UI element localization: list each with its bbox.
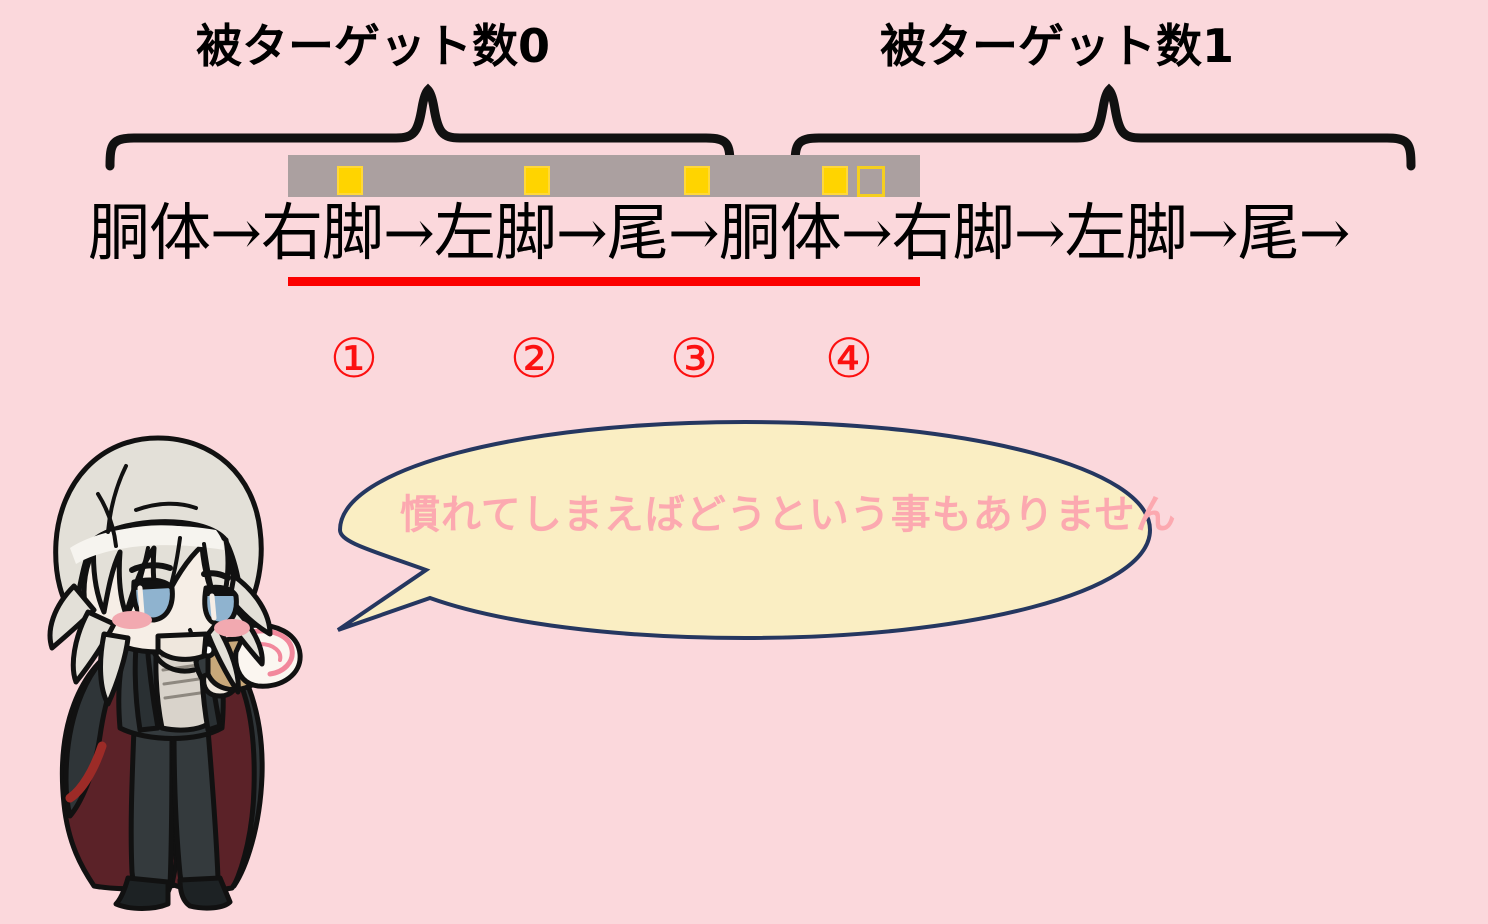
timeline-marker-4[interactable]: [822, 166, 848, 195]
step-marker-4: ④: [824, 327, 874, 390]
timeline-bar: [288, 155, 920, 197]
red-underline: [288, 277, 920, 286]
step-marker-1: ①: [329, 327, 379, 390]
group-heading-target-count-1: 被ターゲット数1: [880, 19, 1235, 73]
chibi-character-illustration: [47, 435, 303, 911]
speech-bubble-shape: [336, 419, 1153, 641]
curly-brace-group-1: [790, 83, 1416, 171]
body-part-sequence-text: 胴体→右脚→左脚→尾→胴体→右脚→左脚→尾→: [88, 196, 1351, 269]
speech-bubble: [330, 418, 1160, 643]
timeline-marker-1[interactable]: [337, 166, 363, 195]
step-marker-2: ②: [509, 327, 559, 390]
timeline-marker-2[interactable]: [524, 166, 550, 195]
step-marker-3: ③: [669, 327, 719, 390]
timeline-marker-5-empty[interactable]: [857, 166, 885, 197]
curly-brace-group-0: [105, 83, 735, 171]
speech-bubble-text: 慣れてしまえばどうという事もありません: [400, 492, 1177, 538]
timeline-marker-3[interactable]: [684, 166, 710, 195]
group-heading-target-count-0: 被ターゲット数0: [196, 19, 551, 73]
